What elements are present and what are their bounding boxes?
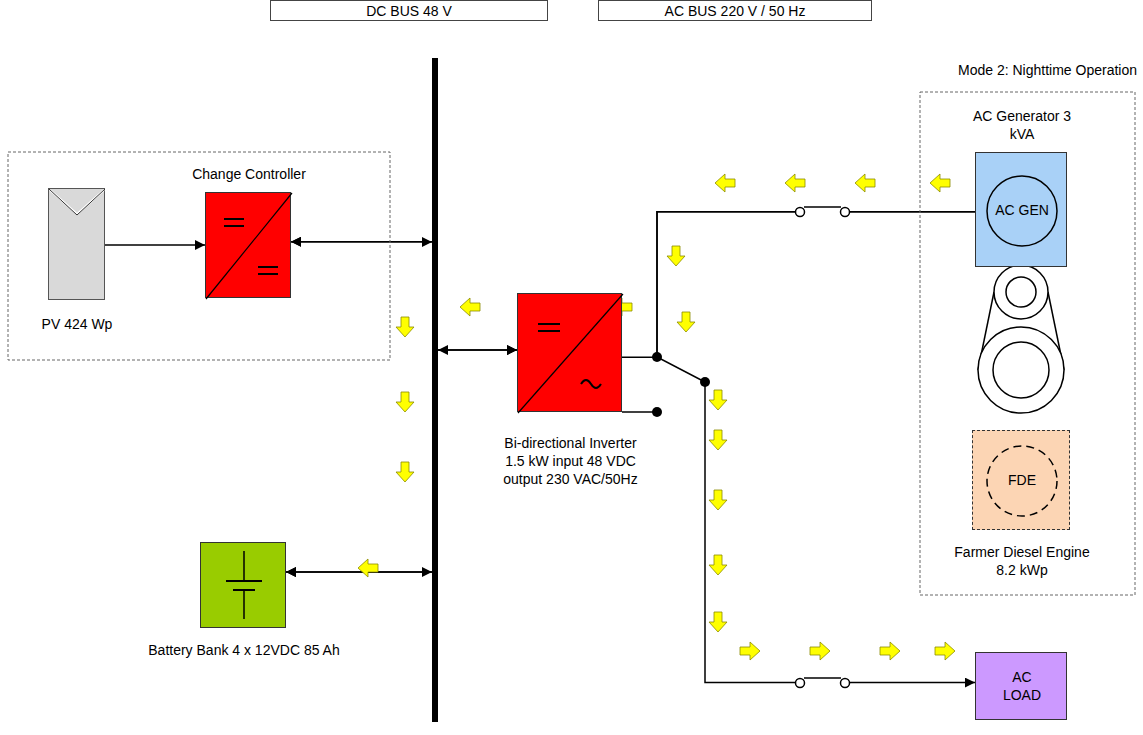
flow-arrow: [396, 462, 414, 482]
node-symbol: [206, 193, 290, 297]
flow-arrows: [358, 174, 955, 660]
node-text: FDE: [992, 471, 1052, 489]
belt-drive: [978, 265, 1064, 413]
breaker-switch: [796, 205, 850, 219]
flow-arrow: [396, 317, 414, 337]
flow-arrow: [935, 642, 955, 660]
node-text: Farmer Diesel Engine 8.2 kWp: [947, 543, 1097, 579]
flow-arrow: [785, 174, 805, 192]
flow-arrow: [810, 642, 830, 660]
flow-arrow: [709, 612, 727, 632]
flow-arrow: [740, 642, 760, 660]
bus-arrowhead: [438, 345, 448, 355]
flow-arrow: [709, 555, 727, 575]
diesel-engine-box: FDEFarmer Diesel Engine 8.2 kWp: [972, 430, 1070, 530]
terminal-dot: [700, 377, 710, 387]
inverter-box: Bi-directional Inverter 1.5 kW input 48 …: [517, 293, 622, 412]
flow-arrow: [930, 174, 950, 192]
load-box: AC LOAD: [975, 652, 1067, 720]
connector: [286, 350, 517, 572]
inverter-ac-terminal: [622, 411, 657, 413]
connector: [291, 242, 517, 350]
connector: [286, 242, 435, 572]
connector: [657, 212, 975, 683]
bus-title-box: DC BUS 48 V: [270, 0, 548, 21]
terminal-dot: [652, 352, 662, 362]
bus-title-box: AC BUS 220 V / 50 Hz: [598, 0, 872, 21]
battery-box: Battery Bank 4 x 12VDC 85 Ah: [200, 542, 286, 628]
flow-arrow: [667, 246, 685, 266]
flow-arrow: [709, 490, 727, 510]
node-text: AC BUS 220 V / 50 Hz: [599, 2, 871, 20]
flow-arrow: [855, 174, 875, 192]
bus-arrowhead: [422, 237, 432, 247]
node-text: AC Generator 3 kVA: [967, 107, 1077, 143]
flow-arrow: [709, 430, 727, 450]
flow-arrow: [396, 392, 414, 412]
dashed-group-frame: [920, 92, 1135, 595]
charge-controller-box: Change Controller: [205, 192, 291, 298]
node-text: Bi-directional Inverter 1.5 kW input 48 …: [494, 434, 647, 488]
terminal-dot: [652, 407, 662, 417]
flow-arrow: [677, 312, 695, 332]
node-text: AC GEN: [994, 201, 1050, 219]
node-text: DC BUS 48 V: [271, 2, 547, 20]
dc-bus-bar: [432, 58, 438, 722]
flow-arrow: [715, 174, 735, 192]
pv-panel: PV 424 Wp: [48, 188, 105, 300]
bus-arrowhead: [422, 567, 432, 577]
flow-arrow: [880, 642, 900, 660]
flow-arrow: [460, 298, 480, 316]
node-text: PV 424 Wp: [0, 315, 157, 333]
flow-arrow: [358, 559, 378, 577]
node-text: Change Controller: [166, 165, 332, 183]
connector: [105, 244, 205, 246]
generator-box: AC Generator 3 kVAAC GEN: [975, 152, 1067, 267]
node-symbol: [201, 543, 285, 627]
node-symbol: [49, 189, 104, 299]
mode-caption: Mode 2: Nighttime Operation: [958, 61, 1137, 79]
flow-arrow: [709, 390, 727, 410]
node-text: AC LOAD: [992, 668, 1052, 704]
node-text: Battery Bank 4 x 12VDC 85 Ah: [141, 641, 347, 659]
breaker-switch: [796, 676, 850, 690]
node-symbol: [518, 294, 621, 411]
connector: [622, 212, 975, 357]
